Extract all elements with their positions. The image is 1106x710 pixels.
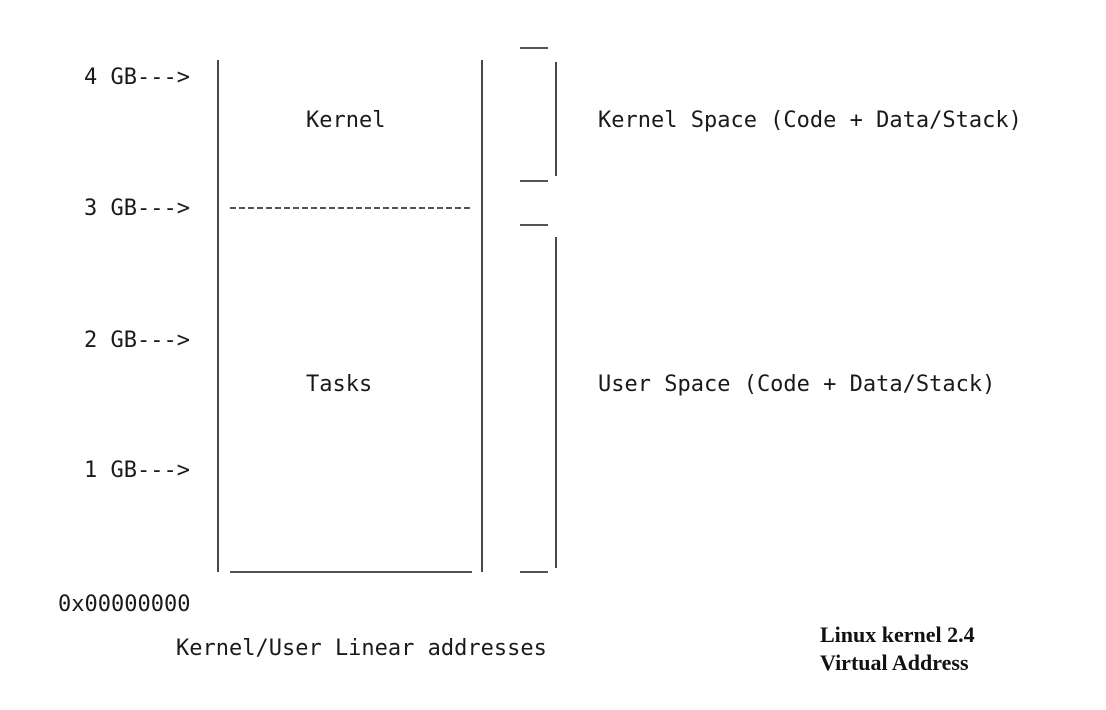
gb-marker-3: 3 GB---> [84, 196, 190, 221]
gb-marker-1: 1 GB---> [84, 458, 190, 483]
kernel-region-label: Kernel [306, 108, 386, 133]
kernel-space-label: Kernel Space (Code + Data/Stack) [598, 108, 1022, 133]
tasks-region-label: Tasks [306, 372, 373, 397]
gb-marker-4: 4 GB---> [84, 65, 190, 90]
diagram-title-line-2: Virtual Address [820, 650, 969, 675]
gb-marker-2: 2 GB---> [84, 328, 190, 353]
base-address-label: 0x00000000 [58, 592, 191, 617]
user-space-label: User Space (Code + Data/Stack) [598, 372, 996, 397]
diagram-title-line-1: Linux kernel 2.4 [820, 622, 975, 647]
diagram-caption: Kernel/User Linear addresses [176, 636, 547, 661]
